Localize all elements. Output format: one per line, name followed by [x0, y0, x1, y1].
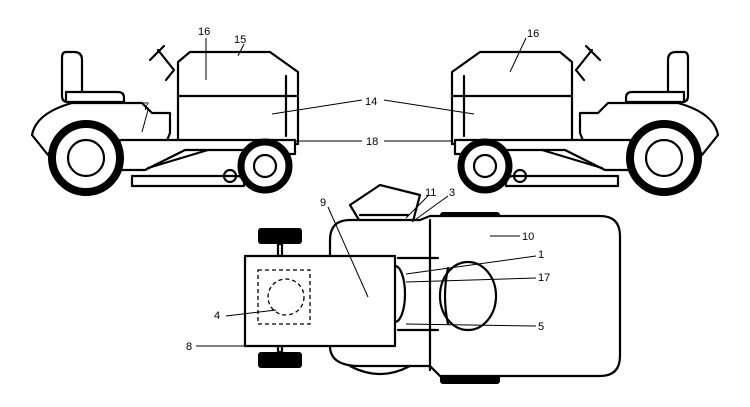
label-7: 7 — [143, 101, 149, 113]
mower-side-right — [452, 46, 718, 192]
label-4: 4 — [214, 310, 220, 322]
mower-side-left — [32, 46, 298, 192]
label-9: 9 — [320, 197, 326, 209]
label-16-right: 16 — [527, 28, 539, 40]
label-11: 11 — [425, 187, 436, 199]
label-17: 17 — [538, 272, 550, 284]
label-1: 1 — [538, 249, 544, 261]
label-8: 8 — [186, 341, 192, 353]
label-14: 14 — [365, 96, 377, 108]
label-18: 18 — [366, 136, 378, 148]
label-5: 5 — [538, 321, 544, 333]
callout-labels: 16 15 14 7 18 16 11 3 9 10 1 17 4 5 8 — [143, 26, 550, 353]
label-16-left: 16 — [198, 26, 210, 38]
leader-lines — [141, 37, 537, 347]
label-10: 10 — [522, 231, 534, 243]
label-3: 3 — [449, 187, 455, 199]
label-15: 15 — [234, 34, 246, 46]
mower-top-view — [243, 183, 622, 384]
